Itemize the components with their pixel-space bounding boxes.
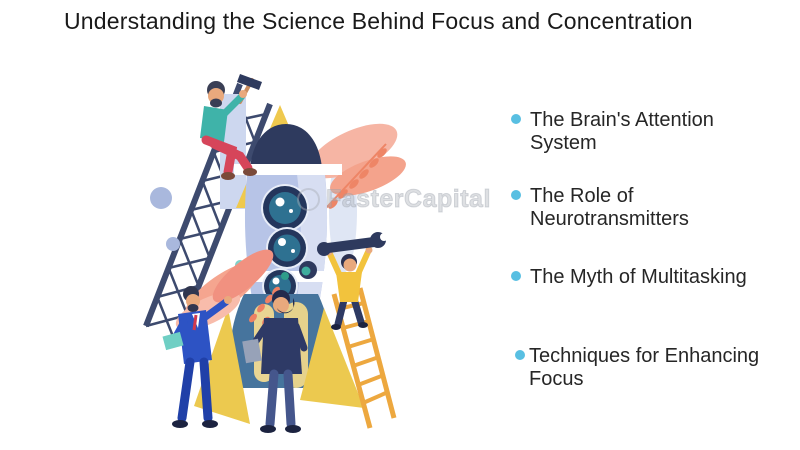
worker-wrench <box>299 232 388 330</box>
nose-cone <box>250 124 322 168</box>
crane-joint-ball <box>166 237 180 251</box>
rocket-stripe <box>234 164 342 175</box>
list-item-label: The Myth of Multitasking <box>530 266 747 288</box>
list-item: The Brain's Attention System <box>511 109 780 155</box>
porthole <box>261 184 309 232</box>
bullet-icon <box>511 271 521 281</box>
list-item-label: The Brain's Attention System <box>530 109 714 154</box>
worker-standing-tablet <box>242 290 308 433</box>
rocket-construction-illustration <box>128 56 428 436</box>
page-title: Understanding the Science Behind Focus a… <box>64 8 693 34</box>
list-item: Techniques for Enhancing Focus <box>515 345 779 391</box>
rocket-graphic <box>194 124 364 424</box>
list-item: The Myth of Multitasking <box>511 266 780 289</box>
crane-joint-ball <box>150 187 172 209</box>
rivet-dot <box>281 272 289 280</box>
bullet-icon <box>511 114 521 124</box>
list-item-label: The Role of Neurotransmitters <box>530 185 689 230</box>
illustration-svg <box>143 74 406 433</box>
bullet-icon <box>511 190 521 200</box>
wrench-icon <box>317 232 388 256</box>
list-item: The Role of Neurotransmitters <box>511 185 780 231</box>
hammer-icon <box>237 74 262 90</box>
worker-hammer <box>200 74 262 180</box>
worker-blue-suit <box>162 286 232 428</box>
list-item-label: Techniques for Enhancing Focus <box>529 345 760 390</box>
porthole <box>266 227 308 269</box>
fin-right <box>300 308 364 408</box>
bullet-icon <box>515 350 525 360</box>
